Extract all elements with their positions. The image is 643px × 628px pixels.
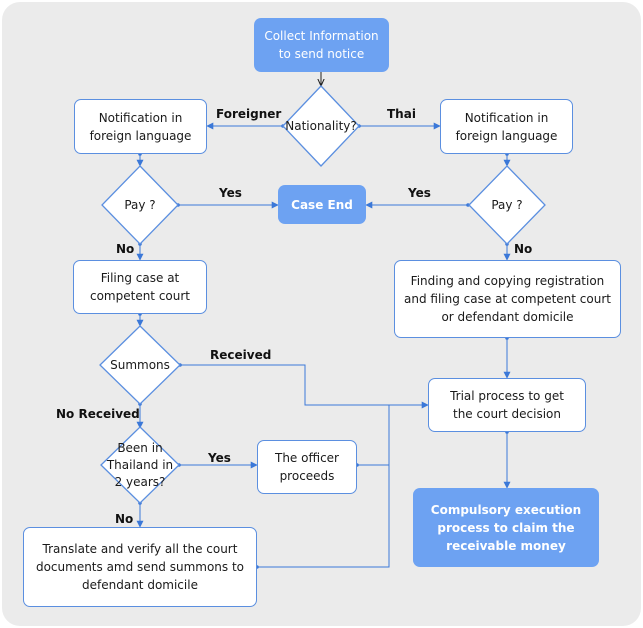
summons-diamond <box>99 325 181 405</box>
collect-information-node: Collect Information to send notice <box>254 18 389 72</box>
edge-label-no-right: No <box>514 242 533 256</box>
translate-verify-node: Translate and verify all the court docum… <box>23 527 257 607</box>
edge-label-thai: Thai <box>387 107 416 121</box>
pay-left-diamond <box>101 165 179 245</box>
trial-process-node: Trial process to get the court decision <box>428 378 586 432</box>
edge-label-no-been: No <box>115 512 134 526</box>
edge-label-no-left: No <box>116 242 135 256</box>
summons-label: Summons <box>110 357 170 372</box>
edge-label-foreigner: Foreigner <box>216 107 282 121</box>
edge-label-yes-left: Yes <box>219 186 242 200</box>
been-thailand-diamond <box>100 426 180 504</box>
finding-copying-registration-node: Finding and copying registration and fil… <box>394 260 621 338</box>
notification-foreign-right-node: Notification in foreign language <box>440 99 573 154</box>
been-thailand-label: Been in Thailand in 2 years? <box>106 440 174 489</box>
filing-case-node: Filing case at competent court <box>73 260 207 314</box>
officer-proceeds-node: The officer proceeds <box>257 440 357 494</box>
edge-label-yes-right: Yes <box>408 186 431 200</box>
pay-left-label: Pay ? <box>124 197 156 212</box>
notification-foreign-left-node: Notification in foreign language <box>74 99 207 154</box>
edge-summons-trial <box>180 364 429 409</box>
edge-label-yes-been: Yes <box>208 451 231 465</box>
edge-translate-trial <box>257 405 390 568</box>
case-end-node: Case End <box>278 185 366 224</box>
edge-label-received: Received <box>210 348 272 362</box>
nationality-diamond <box>282 85 360 167</box>
nationality-label: Nationality? <box>285 118 357 133</box>
pay-right-diamond <box>468 165 546 245</box>
edge-label-no-received: No Received <box>56 407 140 421</box>
compulsory-execution-node: Compulsory execution process to claim th… <box>413 488 599 567</box>
pay-right-label: Pay ? <box>491 197 523 212</box>
